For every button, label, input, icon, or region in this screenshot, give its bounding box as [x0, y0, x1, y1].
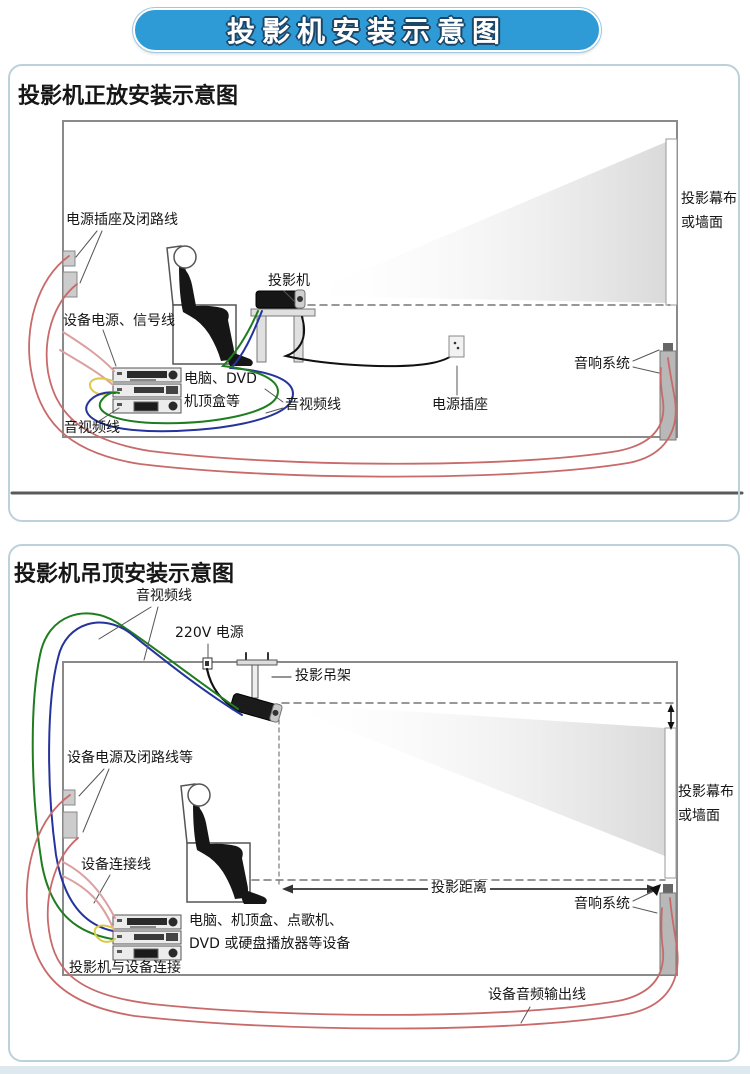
label-ceiling-mount: 投影吊架: [295, 668, 351, 684]
label-220v-power: 220V 电源: [175, 625, 244, 641]
label-screen-1: 投影幕布: [678, 784, 734, 800]
panel-ceiling-install: [8, 544, 740, 1062]
label-power-socket: 电源插座: [432, 397, 488, 413]
label-audio-output: 设备音频输出线: [488, 987, 586, 1003]
panel-front-install: [8, 64, 740, 522]
label-screen-2: 或墙面: [678, 808, 720, 824]
label-devices-1: 电脑、DVD: [184, 371, 257, 387]
label-projector: 投影机: [268, 273, 310, 289]
label-audio-system: 音响系统: [574, 356, 630, 372]
page-title: 投影机安装示意图: [226, 15, 507, 48]
label-socket-closed-line: 设备电源及闭路线等: [67, 750, 193, 766]
label-device-connect: 设备连接线: [81, 857, 151, 873]
label-screen-1: 投影幕布: [681, 191, 737, 207]
label-av-cable: 音视频线: [136, 588, 192, 604]
page-title-banner: 投影机安装示意图: [133, 8, 601, 52]
label-devices-2: DVD 或硬盘播放器等设备: [189, 936, 351, 952]
label-av-cable-left: 音视频线: [64, 420, 120, 436]
panel2-heading: 投影机吊顶安装示意图: [14, 562, 235, 587]
label-av-cable-right: 音视频线: [285, 397, 341, 413]
label-devices-1: 电脑、机顶盒、点歌机、: [189, 913, 343, 929]
label-projector-device-connect: 投影机与设备连接: [69, 960, 181, 976]
label-socket-closed-line: 电源插座及闭路线: [66, 212, 178, 228]
label-device-power-signal: 设备电源、信号线: [63, 313, 175, 329]
label-projection-distance: 投影距离: [428, 880, 490, 896]
bottom-strip: [0, 1066, 750, 1074]
label-devices-2: 机顶盒等: [184, 394, 240, 410]
panel1-heading: 投影机正放安装示意图: [18, 84, 239, 109]
label-screen-2: 或墙面: [681, 215, 723, 231]
label-audio-system: 音响系统: [574, 896, 630, 912]
